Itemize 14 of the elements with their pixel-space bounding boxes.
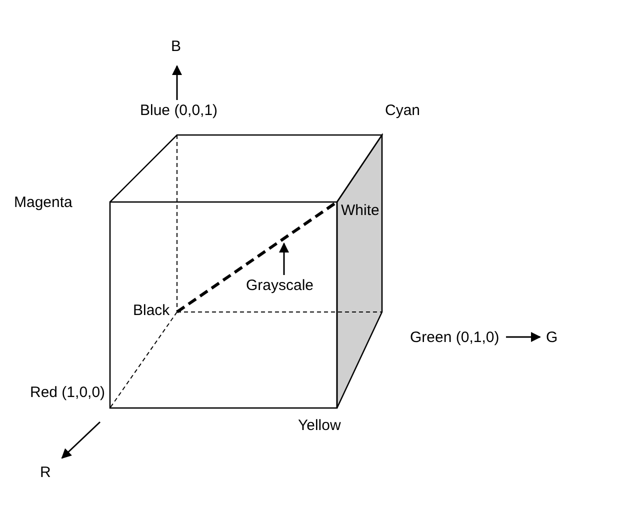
corner-label: Blue (0,0,1): [140, 102, 218, 120]
corner-label: Magenta: [14, 194, 72, 212]
axis-label: B: [171, 38, 182, 56]
corner-label: Red (1,0,0): [30, 384, 106, 402]
leader-text: Grayscale: [246, 277, 314, 295]
corner-label: White: [341, 202, 380, 220]
corner-label: Yellow: [298, 417, 341, 435]
corner-label: Green (0,1,0): [410, 329, 500, 347]
axis-label: R: [40, 464, 51, 482]
corner-label: Black: [133, 302, 170, 320]
axis-label: G: [546, 329, 558, 347]
corner-label: Cyan: [385, 102, 420, 120]
leader-arrow: [279, 242, 289, 275]
grayscale-diagonal: [176, 200, 338, 314]
